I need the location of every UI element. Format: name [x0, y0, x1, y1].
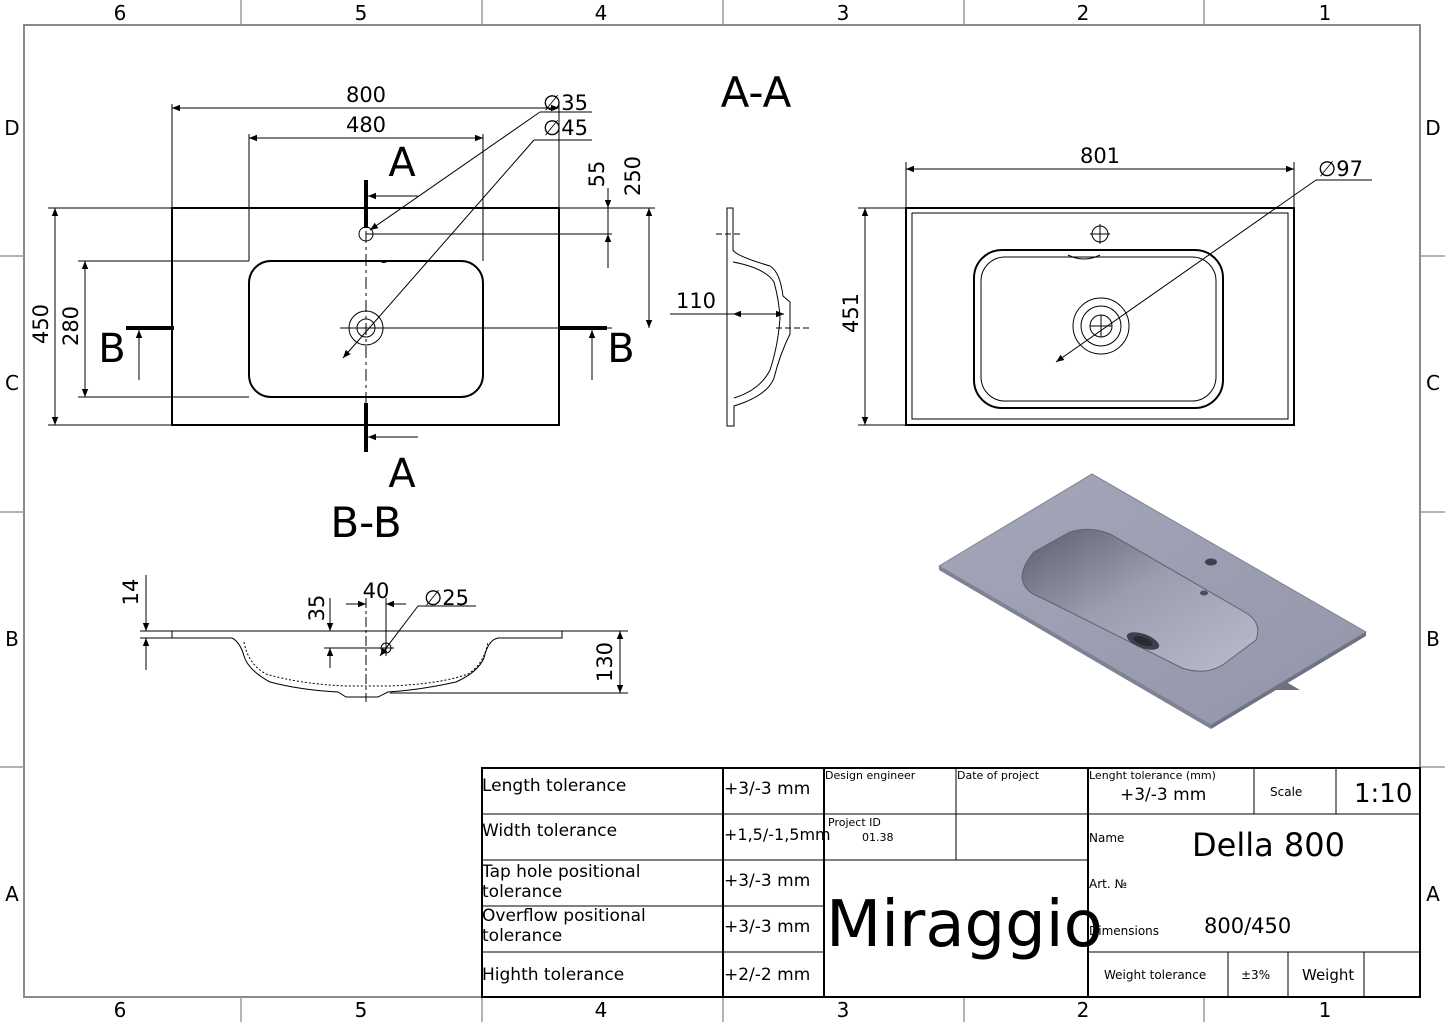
dim-801: 801: [1080, 144, 1120, 168]
section-aa-view: A-A 110: [670, 68, 810, 427]
design-engineer-label: Design engineer: [825, 769, 916, 782]
dim-280: 280: [59, 306, 83, 346]
title-block: Length tolerance +3/-3 mm Width toleranc…: [481, 767, 1421, 998]
dim-250: 250: [621, 156, 645, 196]
dim-d35: ∅35: [543, 91, 588, 115]
dim-14: 14: [119, 579, 143, 606]
top-view: 800 480 ∅35 ∅45 55 250 450 280: [29, 83, 655, 497]
section-bb-title: B-B: [330, 498, 401, 547]
dimensions-value: 800/450: [1204, 914, 1291, 938]
section-a-top: A: [388, 140, 416, 186]
tol-label-length: Length tolerance: [482, 776, 626, 796]
col-label-top: 3: [837, 1, 850, 25]
dim-40: 40: [363, 579, 390, 603]
row-label-left: D: [4, 116, 19, 140]
dim-800: 800: [346, 83, 386, 107]
section-b-left: B: [98, 326, 125, 372]
col-label-bottom: 5: [355, 998, 368, 1022]
row-label-right: C: [1426, 371, 1440, 395]
dim-451: 451: [839, 293, 863, 333]
length-tol-value: +3/-3 mm: [1120, 785, 1206, 805]
project-id-value: 01.38: [862, 831, 894, 844]
tol-value-length: +3/-3 mm: [724, 779, 810, 799]
weight-label: Weight: [1302, 966, 1354, 984]
col-label-bottom: 2: [1077, 998, 1090, 1022]
row-label-left: A: [5, 882, 19, 906]
right-sink-outline: [905, 207, 1295, 426]
name-label: Name: [1089, 831, 1124, 845]
dim-d25: ∅25: [424, 586, 469, 610]
dim-d97: ∅97: [1318, 157, 1363, 181]
tol-value-tap-hole: +3/-3 mm: [724, 871, 810, 891]
dim-d45: ∅45: [543, 116, 588, 140]
company-logo-text: Miraggio: [826, 888, 1103, 962]
col-label-top: 6: [114, 1, 127, 25]
tol-label-width: Width tolerance: [482, 821, 617, 841]
tol-value-height: +2/-2 mm: [724, 965, 810, 985]
col-label-top: 2: [1077, 1, 1090, 25]
scale-label: Scale: [1270, 785, 1302, 799]
scale-value: 1:10: [1354, 779, 1412, 809]
tol-value-overflow: +3/-3 mm: [724, 917, 810, 937]
right-view: 801 ∅97 451: [839, 144, 1372, 426]
art-label: Art. №: [1089, 877, 1127, 891]
col-label-top: 5: [355, 1, 368, 25]
project-id-label: Project ID: [828, 816, 881, 829]
col-label-bottom: 4: [595, 998, 608, 1022]
tol-value-width: +1,5/-1,5mm: [724, 825, 831, 844]
section-bb-view: B-B 14 35 40 ∅25 130: [119, 498, 628, 702]
section-a-bottom: A: [388, 451, 416, 497]
dim-110: 110: [676, 289, 716, 313]
length-tol-label: Lenght tolerance (mm): [1089, 769, 1216, 782]
right-bowl-outline: [973, 249, 1224, 409]
dimensions-label: Dimensions: [1089, 924, 1159, 938]
col-label-bottom: 6: [114, 998, 127, 1022]
row-label-left: B: [5, 627, 19, 651]
col-label-bottom: 1: [1319, 998, 1332, 1022]
dim-130: 130: [593, 642, 617, 682]
weight-tolerance-value: ±3%: [1241, 968, 1270, 982]
dim-35: 35: [305, 595, 329, 622]
product-name: Della 800: [1192, 826, 1345, 864]
right-drain-outer: [1072, 297, 1130, 355]
date-of-project-label: Date of project: [957, 769, 1040, 782]
section-b-right: B: [607, 326, 634, 372]
sink-3d-render: [938, 473, 1367, 729]
dim-480: 480: [346, 113, 386, 137]
row-label-right: A: [1426, 882, 1440, 906]
dim-55: 55: [585, 161, 609, 188]
col-label-top: 1: [1319, 1, 1332, 25]
weight-tolerance-label: Weight tolerance: [1104, 968, 1206, 982]
row-label-right: B: [1426, 627, 1440, 651]
row-label-left: C: [5, 371, 19, 395]
dim-450: 450: [29, 304, 53, 344]
col-label-top: 4: [595, 1, 608, 25]
row-label-right: D: [1425, 116, 1440, 140]
col-label-bottom: 3: [837, 998, 850, 1022]
tol-label-height: Highth tolerance: [482, 965, 624, 985]
section-aa-title: A-A: [721, 68, 792, 117]
